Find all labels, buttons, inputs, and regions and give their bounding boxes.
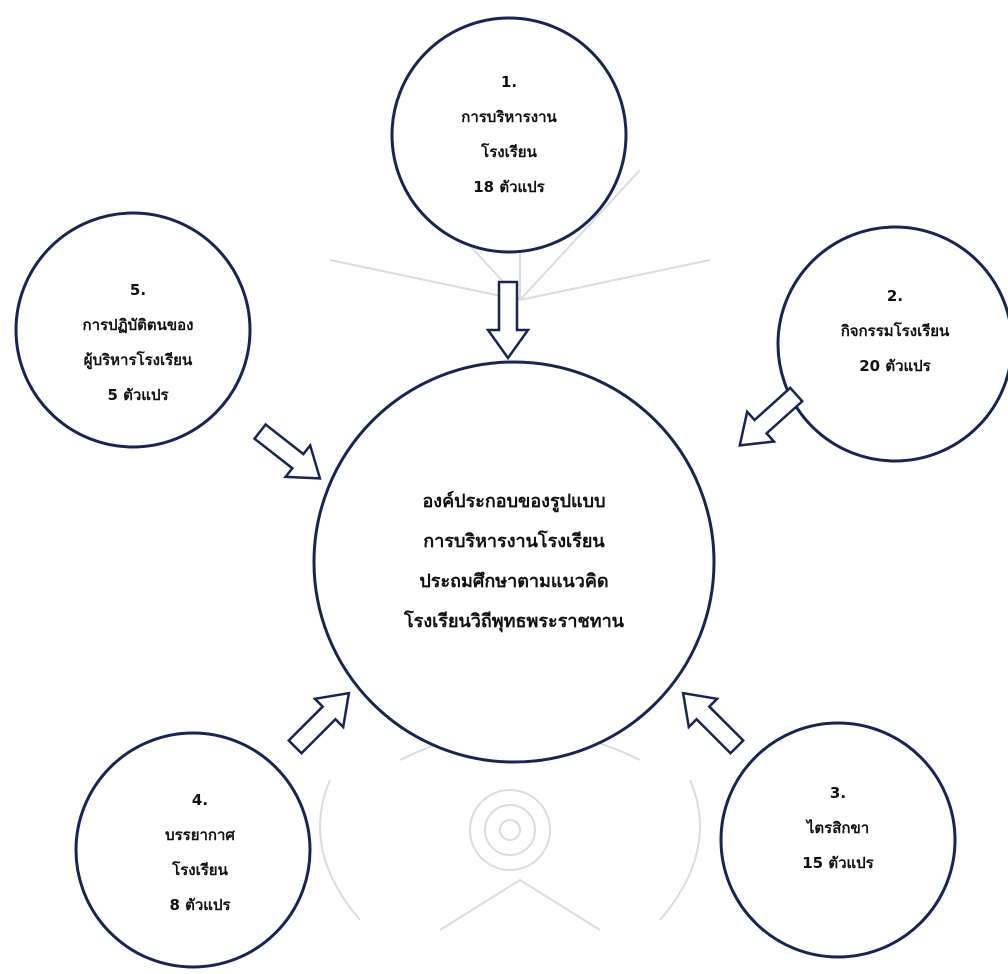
center-line: องค์ประกอบของรูปแบบ bbox=[422, 491, 606, 512]
node-2-number: 2. bbox=[886, 286, 904, 305]
node-2-label: 2. กิจกรรมโรงเรียน 20 ตัวแปร bbox=[795, 276, 995, 386]
node-2-line: กิจกรรมโรงเรียน bbox=[840, 321, 950, 340]
watermark-spiral-core bbox=[499, 819, 521, 841]
node-1-line: การบริหารงาน bbox=[461, 108, 557, 126]
center-circle bbox=[312, 360, 716, 764]
node-3-line: ไตรสิกขา bbox=[806, 818, 870, 837]
node-circle-5 bbox=[14, 211, 252, 449]
center-line: การบริหารงานโรงเรียน bbox=[423, 531, 605, 552]
watermark-flourish-left bbox=[319, 779, 361, 921]
watermark-ray bbox=[519, 259, 711, 301]
watermark-spiral-inner bbox=[484, 804, 536, 856]
watermark-ray bbox=[329, 259, 521, 301]
node-4-count: 8 ตัวแปร bbox=[169, 896, 231, 914]
node-3-number: 3. bbox=[829, 783, 847, 802]
node-3-count: 15 ตัวแปร bbox=[802, 853, 874, 872]
node-5-line: ผู้บริหารโรงเรียน bbox=[83, 351, 193, 369]
node-circle-2 bbox=[776, 225, 1008, 463]
node-4-label: 4. บรรยากาศ โรงเรียน 8 ตัวแปร bbox=[100, 778, 300, 928]
arrow-3-to-center bbox=[681, 691, 746, 756]
node-5-number: 5. bbox=[129, 281, 147, 299]
arrow-4-to-center bbox=[286, 691, 351, 756]
node-circle-3 bbox=[719, 721, 957, 959]
node-4-line: บรรยากาศ bbox=[165, 826, 235, 844]
watermark-spiral bbox=[469, 789, 551, 871]
node-5-count: 5 ตัวแปร bbox=[107, 386, 169, 404]
node-5-label: 5. การปฏิบัติตนของ ผู้บริหารโรงเรียน 5 ต… bbox=[38, 268, 238, 418]
center-label: องค์ประกอบของรูปแบบ การบริหารงานโรงเรียน… bbox=[354, 462, 674, 662]
center-line: ประถมศึกษาตามแนวคิด bbox=[419, 571, 609, 592]
watermark-ray bbox=[519, 169, 641, 301]
node-5-line: การปฏิบัติตนของ bbox=[82, 316, 194, 334]
arrow-1-to-center bbox=[485, 280, 531, 361]
node-1-line: โรงเรียน bbox=[481, 143, 537, 161]
node-4-number: 4. bbox=[191, 791, 209, 809]
node-circle-1 bbox=[390, 16, 628, 254]
node-1-count: 18 ตัวแปร bbox=[473, 178, 545, 196]
node-3-label: 3. ไตรสิกขา 15 ตัวแปร bbox=[738, 773, 938, 883]
node-1-number: 1. bbox=[500, 73, 518, 91]
watermark-flourish-right bbox=[659, 779, 701, 921]
arrow-2-to-center bbox=[738, 386, 805, 447]
node-4-line: โรงเรียน bbox=[172, 861, 228, 879]
watermark-base bbox=[439, 878, 601, 931]
node-circle-4 bbox=[74, 731, 312, 969]
arrow-5-to-center bbox=[252, 422, 322, 480]
center-line: โรงเรียนวิถีพุทธพระราชทาน bbox=[404, 611, 624, 632]
node-1-label: 1. การบริหารงาน โรงเรียน 18 ตัวแปร bbox=[409, 60, 609, 210]
node-2-count: 20 ตัวแปร bbox=[859, 356, 931, 375]
